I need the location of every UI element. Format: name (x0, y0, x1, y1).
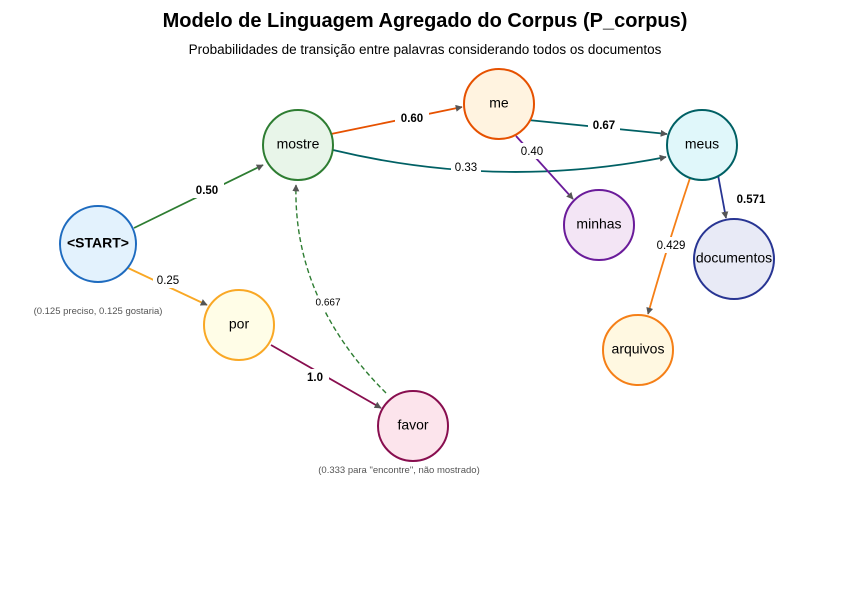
node-label-documentos: documentos (696, 250, 772, 266)
edges (127, 104, 729, 409)
edge-label-mostre-me: 0.60 (401, 113, 423, 125)
node-favor: favor (377, 390, 449, 462)
edge-label-mostre-meus: 0.33 (455, 162, 477, 174)
nodes: <START> mostre me meus minhas documentos… (59, 68, 775, 462)
edge-label-por-favor: 1.0 (307, 372, 323, 384)
node-label-start: <START> (67, 235, 129, 251)
node-label-favor: favor (397, 417, 428, 433)
edge-mostre-meus (332, 149, 667, 173)
node-minhas: minhas (563, 189, 635, 261)
node-me: me (463, 68, 535, 140)
node-label-arquivos: arquivos (612, 341, 665, 357)
node-mostre: mostre (262, 109, 334, 181)
edge-label-favor-mostre: 0.667 (315, 298, 340, 309)
note-favor: (0.333 para "encontre", não mostrado) (318, 465, 479, 476)
edge-meus-documentos (717, 174, 729, 219)
edge-favor-mostre (292, 184, 387, 394)
note-start: (0.125 preciso, 0.125 gostaria) (34, 306, 163, 317)
edge-label-me-meus: 0.67 (593, 120, 615, 132)
node-label-mostre: mostre (277, 136, 320, 152)
node-label-minhas: minhas (576, 216, 621, 232)
node-label-por: por (229, 316, 250, 332)
edge-labels: 0.50 0.25 0.60 0.33 0.67 0.40 0.571 0.42… (153, 110, 770, 385)
node-por: por (203, 289, 275, 361)
node-label-me: me (489, 95, 509, 111)
node-documentos: documentos (693, 218, 775, 300)
diagram-title: Modelo de Linguagem Agregado do Corpus (… (162, 10, 688, 32)
edge-label-meus-arquivos: 0.429 (657, 240, 686, 252)
diagram-subtitle: Probabilidades de transição entre palavr… (188, 42, 662, 57)
node-start: <START> (59, 205, 137, 283)
node-label-meus: meus (685, 136, 719, 152)
edge-label-me-minhas: 0.40 (521, 146, 543, 158)
node-meus: meus (666, 109, 738, 181)
edge-label-start-por: 0.25 (157, 275, 179, 287)
node-arquivos: arquivos (602, 314, 674, 386)
edge-label-start-mostre: 0.50 (196, 185, 218, 197)
edge-label-meus-documentos: 0.571 (737, 194, 766, 206)
